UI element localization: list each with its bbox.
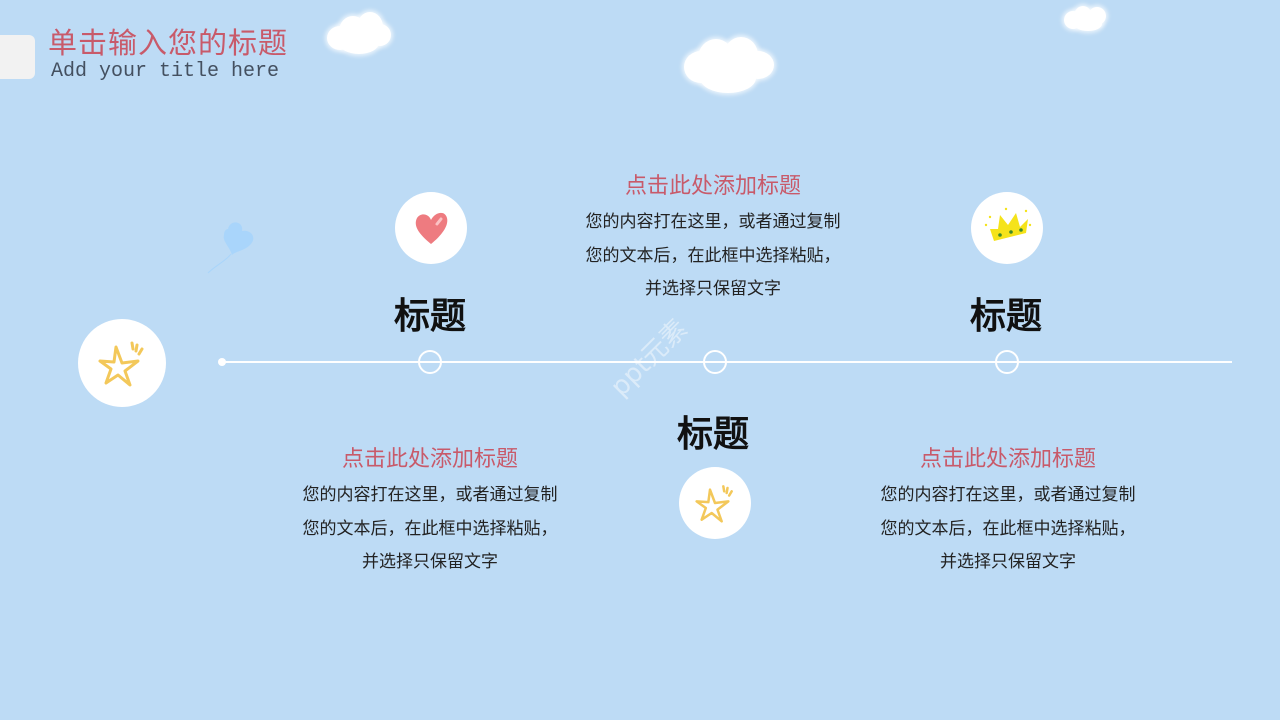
timeline-label-2[interactable]: 标题 — [676, 413, 750, 455]
cloud-icon — [1064, 5, 1110, 33]
block-body-line: 并选择只保留文字 — [940, 552, 1076, 572]
timeline-node-2 — [703, 350, 727, 374]
crown-circle — [971, 192, 1043, 264]
block-heading: 点击此处添加标题 — [624, 174, 801, 199]
block-body-line: 并选择只保留文字 — [362, 552, 498, 572]
block-body-line: 您的内容打在这里，或者通过复制 — [880, 485, 1136, 505]
text-block-top-center[interactable]: 点击此处添加标题 您的内容打在这里，或者通过复制 您的文本后，在此框中选择粘贴，… — [553, 172, 873, 307]
block-heading: 点击此处添加标题 — [341, 447, 518, 472]
timeline-node-1 — [418, 350, 442, 374]
timeline-node-3 — [995, 350, 1019, 374]
star-icon — [695, 485, 733, 523]
cloud-icon — [325, 12, 393, 56]
header-tab-decoration — [0, 35, 35, 79]
block-body-line: 您的文本后，在此框中选择粘贴， — [880, 518, 1136, 539]
timeline-label-3[interactable]: 标题 — [969, 295, 1043, 337]
slide-title[interactable]: 单击输入您的标题 — [48, 26, 289, 60]
start-star-circle — [78, 319, 166, 407]
timeline-label-1[interactable]: 标题 — [393, 295, 467, 337]
slide-subtitle[interactable]: Add your title here — [51, 60, 280, 83]
timeline-line — [222, 361, 1232, 363]
heart-icon — [415, 212, 448, 244]
text-block-bottom-left[interactable]: 点击此处添加标题 您的内容打在这里，或者通过复制 您的文本后，在此框中选择粘贴，… — [270, 445, 590, 580]
cloud-icon — [682, 35, 776, 95]
watermark: ppt元素 — [605, 314, 694, 403]
block-body-line: 并选择只保留文字 — [645, 279, 781, 299]
heart-circle — [395, 192, 467, 264]
star-icon — [98, 341, 144, 387]
block-body-line: 您的文本后，在此框中选择粘贴， — [302, 518, 558, 539]
block-body-line: 您的内容打在这里，或者通过复制 — [302, 485, 558, 505]
timeline-start-dot — [218, 358, 226, 366]
block-heading: 点击此处添加标题 — [919, 447, 1096, 472]
bottom-star-circle — [679, 467, 751, 539]
balloon-icon — [200, 215, 260, 280]
block-body-line: 您的内容打在这里，或者通过复制 — [585, 212, 841, 232]
text-block-bottom-right[interactable]: 点击此处添加标题 您的内容打在这里，或者通过复制 您的文本后，在此框中选择粘贴，… — [848, 445, 1168, 580]
block-body-line: 您的文本后，在此框中选择粘贴， — [585, 245, 841, 266]
crown-icon — [984, 207, 1032, 241]
